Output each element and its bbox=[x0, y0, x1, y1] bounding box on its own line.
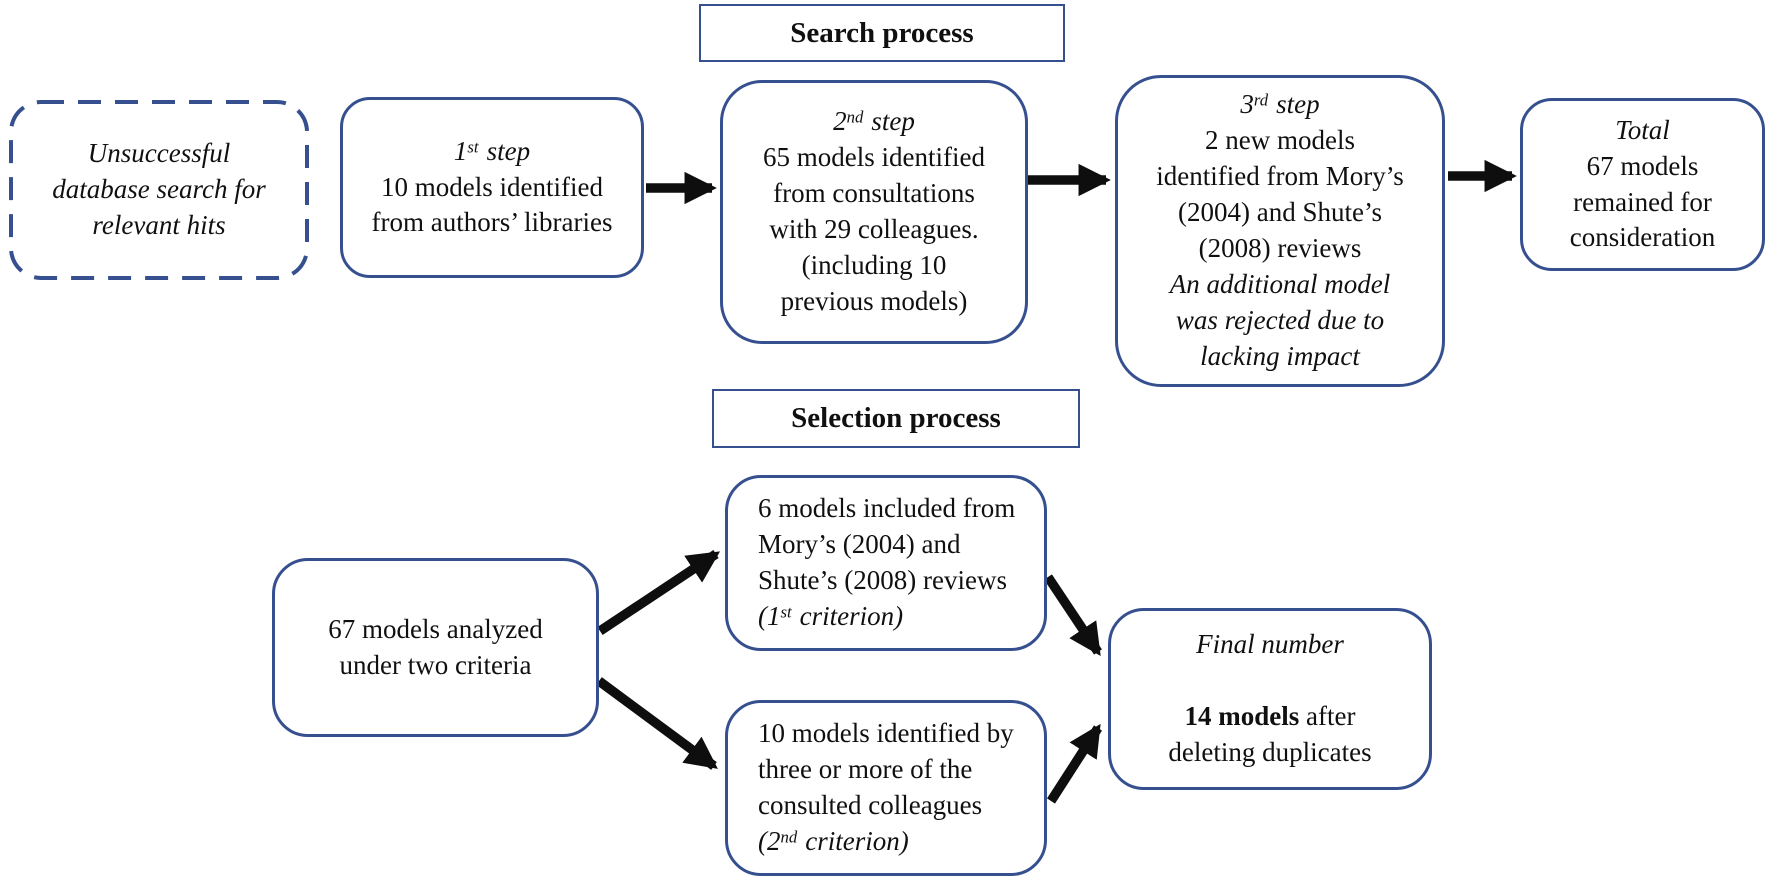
step2-text-line: (including 10 bbox=[801, 249, 947, 280]
search-process-title-label: Search process bbox=[790, 16, 974, 49]
step3-text-line: (2008) reviews bbox=[1198, 233, 1362, 263]
step2-text-line: 65 models identified bbox=[763, 142, 985, 173]
criterion1-box: 6 models included from Mory’s (2004) and… bbox=[725, 475, 1047, 651]
criterion2-ordinal-suffix: nd bbox=[780, 827, 798, 847]
arrow-analyzed-to-criterion1 bbox=[597, 550, 721, 635]
criterion1-label-word: criterion) bbox=[799, 600, 904, 631]
total-text-line: consideration bbox=[1569, 222, 1716, 253]
step3-text-line: identified from Mory’s bbox=[1156, 161, 1404, 192]
step3-note-line: was rejected due to bbox=[1175, 304, 1385, 335]
criterion2-label-word: criterion) bbox=[805, 825, 909, 856]
total-heading: Total bbox=[1615, 114, 1670, 145]
step1-heading-word: step bbox=[486, 135, 531, 166]
criterion1-ordinal-suffix: st bbox=[780, 602, 792, 622]
step3-ordinal-suffix: rd bbox=[1253, 90, 1269, 110]
arrow-criterion1-to-final bbox=[1044, 574, 1102, 657]
step2-text-line: from consultations bbox=[773, 178, 975, 209]
step3-text-line: (2004) and Shute’s bbox=[1178, 197, 1382, 228]
criterion1-label: (1st criterion) bbox=[758, 599, 903, 635]
step2-text-line: with 29 colleagues. bbox=[769, 214, 979, 244]
selection-process-title-label: Selection process bbox=[791, 402, 1001, 434]
step1-text-line: from authors’ libraries bbox=[371, 207, 613, 238]
step3-text-line: 2 new models bbox=[1205, 125, 1355, 156]
unsuccessful-text-line: relevant hits bbox=[92, 209, 226, 240]
total-box: Total 67 models remained for considerati… bbox=[1520, 98, 1765, 271]
criterion1-label-open: (1 bbox=[758, 600, 781, 631]
final-heading: Final number bbox=[1196, 629, 1344, 660]
step3-ordinal-number: 3 bbox=[1240, 89, 1254, 120]
step2-ordinal-suffix: nd bbox=[846, 107, 864, 127]
criterion2-text-line: three or more of the bbox=[758, 754, 973, 785]
step3-note-line: lacking impact bbox=[1200, 340, 1360, 371]
step2-heading-word: step bbox=[871, 106, 915, 137]
analyzed-text-line: under two criteria bbox=[339, 649, 532, 680]
unsuccessful-text-line: Unsuccessful bbox=[87, 138, 231, 169]
step1-ordinal-suffix: st bbox=[467, 137, 479, 157]
final-number-box: Final number 14 models after deleting du… bbox=[1108, 608, 1432, 790]
criterion2-box: 10 models identified by three or more of… bbox=[725, 700, 1047, 876]
analyzed-text-line: 67 models analyzed bbox=[328, 613, 543, 644]
total-text-line: remained for bbox=[1573, 186, 1712, 217]
criterion1-text-line: Shute’s (2008) reviews bbox=[758, 565, 1007, 595]
criterion2-text-line: 10 models identified by bbox=[758, 718, 1014, 749]
search-process-title: Search process bbox=[699, 4, 1065, 62]
arrow-criterion2-to-final bbox=[1047, 723, 1102, 804]
step1-text-line: 10 models identified bbox=[381, 171, 603, 202]
unsuccessful-box-outline bbox=[9, 100, 309, 280]
step1-ordinal-number: 1 bbox=[453, 135, 468, 166]
criterion2-label-open: (2 bbox=[758, 825, 781, 856]
criterion2-label: (2nd criterion) bbox=[758, 824, 909, 860]
final-count-rest: after bbox=[1299, 701, 1356, 732]
analyzed-box: 67 models analyzed under two criteria bbox=[272, 558, 599, 737]
final-count: 14 models bbox=[1184, 701, 1300, 732]
selection-process-title: Selection process bbox=[712, 389, 1080, 448]
criterion1-text-line: Mory’s (2004) and bbox=[758, 529, 961, 560]
step2-ordinal-number: 2 bbox=[833, 106, 847, 137]
step2-text-line: previous models) bbox=[780, 285, 968, 316]
unsuccessful-text-line: database search for bbox=[52, 174, 266, 205]
unsuccessful-search-box: Unsuccessful database search for relevan… bbox=[8, 99, 310, 281]
criterion2-text-line: consulted colleagues bbox=[758, 790, 983, 820]
criterion1-text-line: 6 models included from bbox=[758, 493, 1016, 524]
final-count-line: 14 models after bbox=[1185, 699, 1356, 735]
step3-note-line: An additional model bbox=[1169, 268, 1391, 299]
final-text-line: deleting duplicates bbox=[1168, 736, 1372, 767]
total-text-line: 67 models bbox=[1586, 150, 1699, 181]
arrow-analyzed-to-criterion2 bbox=[596, 677, 718, 770]
step3-heading-word: step bbox=[1276, 89, 1320, 120]
